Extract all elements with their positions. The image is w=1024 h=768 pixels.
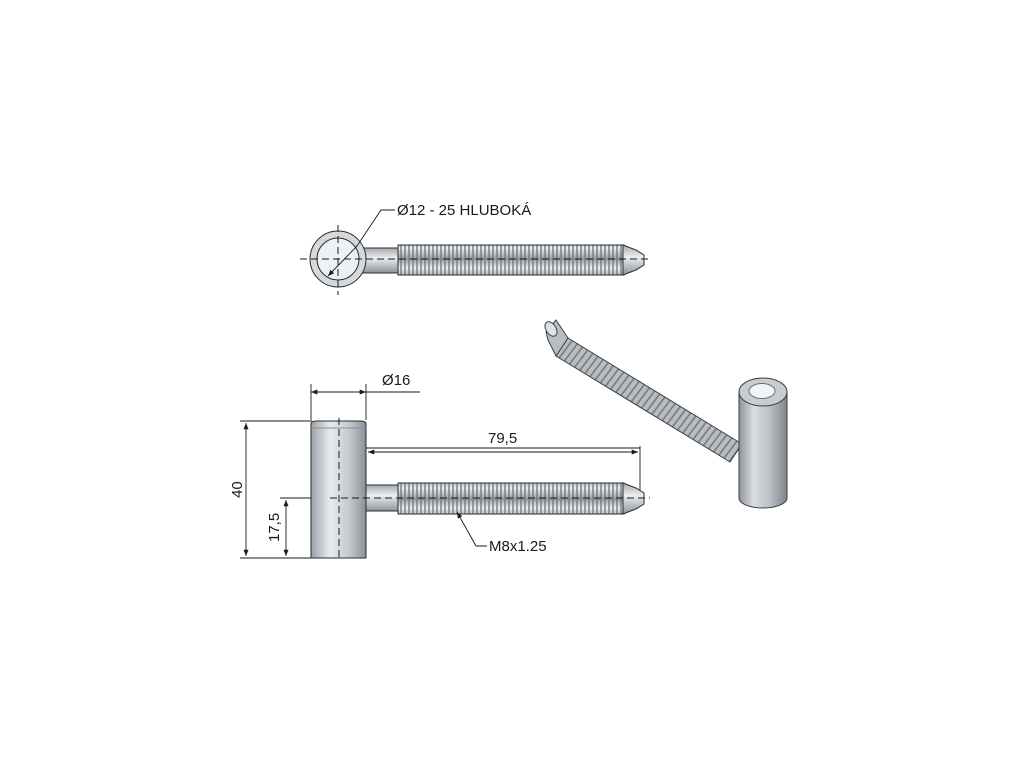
offset-label: 17,5 — [266, 513, 283, 542]
iso-cylinder-body — [738, 391, 788, 509]
iso-thread — [555, 337, 743, 463]
length-label: 79,5 — [488, 430, 517, 447]
hole-leader-line — [327, 209, 395, 277]
thread-label: M8x1.25 — [489, 538, 547, 555]
iso-tip-end — [544, 321, 558, 337]
top-view-thread — [397, 244, 625, 276]
isometric-view — [544, 319, 788, 509]
thread-leader-line — [456, 511, 487, 547]
height-label: 40 — [229, 481, 246, 498]
top-view-tip — [622, 244, 645, 276]
diameter-label: Ø16 — [382, 372, 410, 389]
top-view: Ø12 - 25 HLUBOKÁ — [300, 202, 650, 295]
top-view-shank — [360, 247, 400, 274]
side-view-shank — [365, 484, 400, 512]
iso-cylinder-top-inner — [748, 383, 776, 399]
side-view: Ø16 79,5 40 17,5 M8x1.25 — [229, 372, 650, 560]
hole-dimension-label: Ø12 - 25 HLUBOKÁ — [397, 202, 531, 219]
